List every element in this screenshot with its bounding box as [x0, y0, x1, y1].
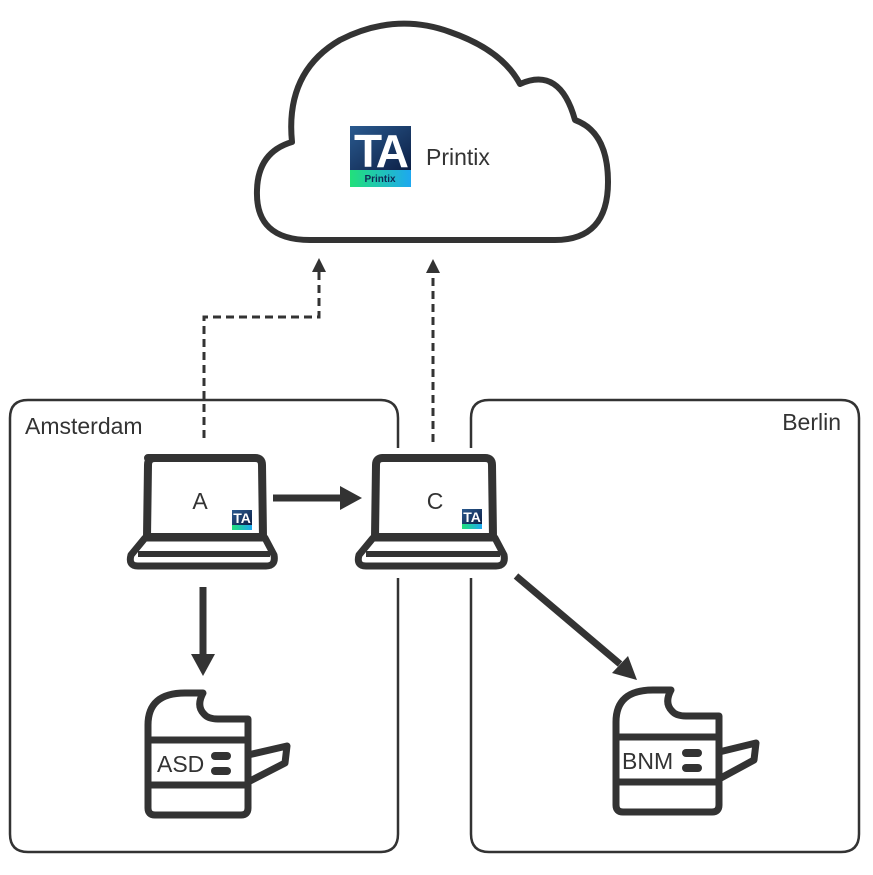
- printix-logo: TA Printix: [350, 125, 411, 187]
- zone-label-berlin: Berlin: [782, 409, 841, 435]
- computer-label: A: [192, 488, 208, 514]
- printer-label: ASD: [157, 751, 204, 777]
- connection-a-cloud: [202, 258, 326, 438]
- arrowhead-icon: [191, 654, 215, 676]
- arrowhead-icon: [312, 258, 326, 272]
- arrowhead-icon: [426, 259, 440, 273]
- printix-badge-icon: [232, 510, 252, 530]
- computer-c[interactable]: C: [354, 454, 508, 570]
- logo-text: TA: [354, 125, 408, 177]
- computer-label: C: [427, 488, 444, 514]
- cloud-label: Printix: [426, 144, 490, 170]
- printer-label: BNM: [622, 748, 673, 774]
- zone-amsterdam: Amsterdam: [8, 398, 400, 854]
- printer-bnm[interactable]: BNM: [612, 686, 760, 816]
- connection-c-bnm: [513, 573, 637, 680]
- cloud-icon: [253, 20, 611, 243]
- printix-badge-icon: [462, 509, 482, 529]
- arrowhead-icon: [612, 656, 637, 680]
- printer-asd[interactable]: ASD: [144, 689, 291, 819]
- logo-sub: Printix: [364, 174, 396, 185]
- connection-c-cloud: [426, 259, 440, 442]
- zone-label-amsterdam: Amsterdam: [25, 413, 143, 439]
- computer-a[interactable]: A: [126, 454, 278, 570]
- zone-berlin: Berlin: [469, 398, 861, 854]
- arrowhead-icon: [340, 486, 362, 510]
- connection-a-c: [273, 486, 362, 510]
- connection-a-asd: [191, 587, 215, 676]
- cloud: TA Printix Printix: [253, 20, 611, 243]
